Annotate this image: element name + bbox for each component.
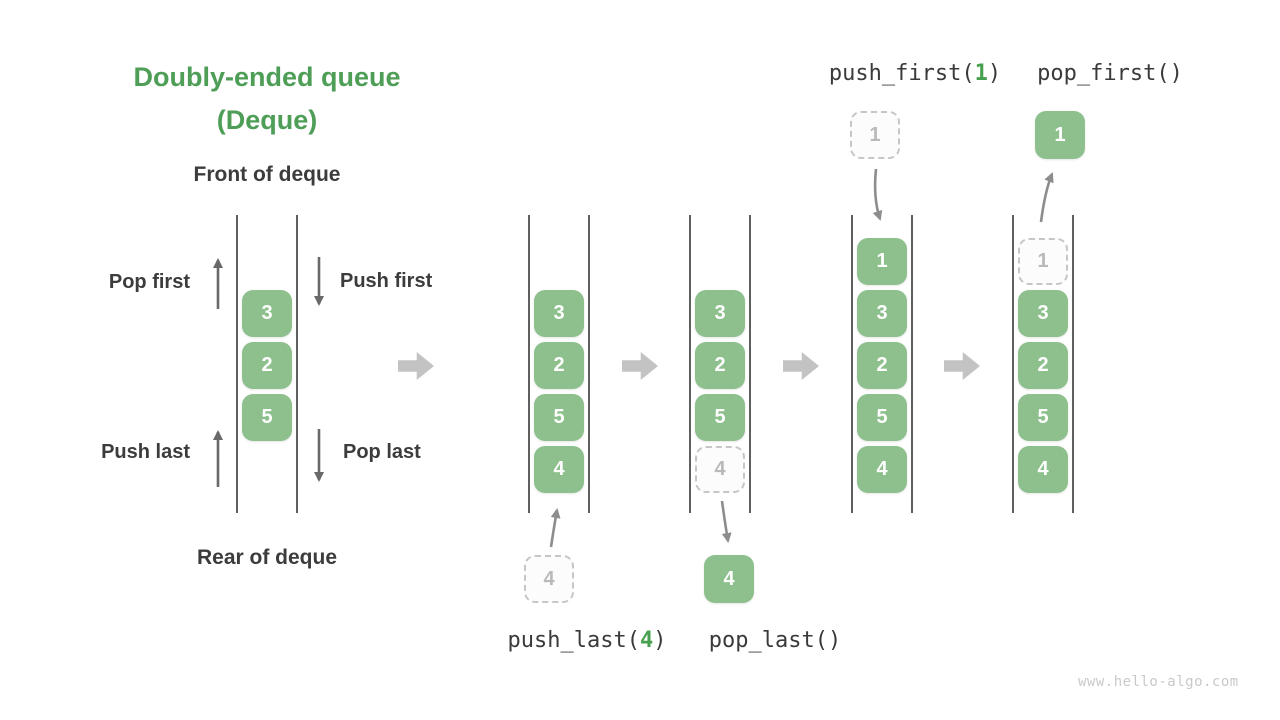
deque-cell: 4 xyxy=(1018,446,1068,493)
deque-cell: 2 xyxy=(242,342,292,389)
deque-cell: 4 xyxy=(534,446,584,493)
deque-cell: 3 xyxy=(534,290,584,337)
deque-cell: 5 xyxy=(1018,394,1068,441)
push-last-move-arrow-icon xyxy=(549,508,561,548)
deque-wall-line xyxy=(588,215,590,513)
push-last-call-label: push_last(4) xyxy=(447,628,727,653)
pop-first-result-cell: 1 xyxy=(1035,111,1085,159)
deque-cell-ghost: 4 xyxy=(695,446,745,493)
deque-cell: 5 xyxy=(242,394,292,441)
deque-cell: 2 xyxy=(1018,342,1068,389)
pop-last-label: Pop last xyxy=(343,441,421,463)
deque-wall-line xyxy=(236,215,238,513)
rear-of-deque-label: Rear of deque xyxy=(196,546,338,569)
deque-wall-line xyxy=(528,215,530,513)
watermark: www.hello-algo.com xyxy=(1078,674,1239,690)
deque-cell: 3 xyxy=(1018,290,1068,337)
push-last-source-cell: 4 xyxy=(524,555,574,603)
transition-arrow-icon xyxy=(398,352,434,380)
pop-first-label: Pop first xyxy=(108,271,190,293)
push-first-call-prefix: push_first( xyxy=(828,61,975,86)
push-first-source-cell: 1 xyxy=(850,111,900,159)
deque-cell: 5 xyxy=(857,394,907,441)
deque-wall-line xyxy=(1012,215,1014,513)
deque-cell: 1 xyxy=(857,238,907,285)
push-first-call-label: push_first(1) xyxy=(775,61,1055,86)
deque-cell: 3 xyxy=(857,290,907,337)
push-last-call-suffix: ) xyxy=(653,628,667,653)
deque-wall-line xyxy=(851,215,853,513)
push-last-call-prefix: push_last( xyxy=(507,628,640,653)
deque-cell: 5 xyxy=(534,394,584,441)
title-line-1: Doubly-ended queue xyxy=(133,62,401,92)
deque-cell: 2 xyxy=(695,342,745,389)
deque-cell: 2 xyxy=(857,342,907,389)
title-line-2: (Deque) xyxy=(216,105,318,136)
push-first-move-arrow-icon xyxy=(872,168,883,221)
push-last-call-arg: 4 xyxy=(639,628,654,653)
push-first-call-suffix: ) xyxy=(987,61,1002,86)
deque-wall-line xyxy=(911,215,913,513)
push-last-label: Push last xyxy=(101,441,190,463)
deque-wall-line xyxy=(1072,215,1074,513)
pop-last-result-cell: 4 xyxy=(704,555,754,603)
deque-wall-line xyxy=(749,215,751,513)
push-first-call-arg: 1 xyxy=(974,61,988,86)
deque-cell: 4 xyxy=(857,446,907,493)
push-first-label: Push first xyxy=(340,270,433,292)
deque-cell: 5 xyxy=(695,394,745,441)
transition-arrow-icon xyxy=(944,352,980,380)
pop-first-call-label: pop_first() xyxy=(1037,61,1183,86)
pop-last-move-arrow-icon xyxy=(720,500,732,543)
deque-wall-line xyxy=(689,215,691,513)
deque-cell: 2 xyxy=(534,342,584,389)
deque-cell: 3 xyxy=(242,290,292,337)
deque-cell: 3 xyxy=(695,290,745,337)
front-of-deque-label: Front of deque xyxy=(193,163,341,186)
transition-arrow-icon xyxy=(622,352,658,380)
pop-first-move-arrow-icon xyxy=(1039,172,1054,223)
transition-arrow-icon xyxy=(783,352,819,380)
deque-cell-ghost: 1 xyxy=(1018,238,1068,285)
diagram-title: Doubly-ended queue (Deque) xyxy=(87,56,447,142)
pop-last-call-label: pop_last() xyxy=(708,628,842,653)
deque-wall-line xyxy=(296,215,298,513)
